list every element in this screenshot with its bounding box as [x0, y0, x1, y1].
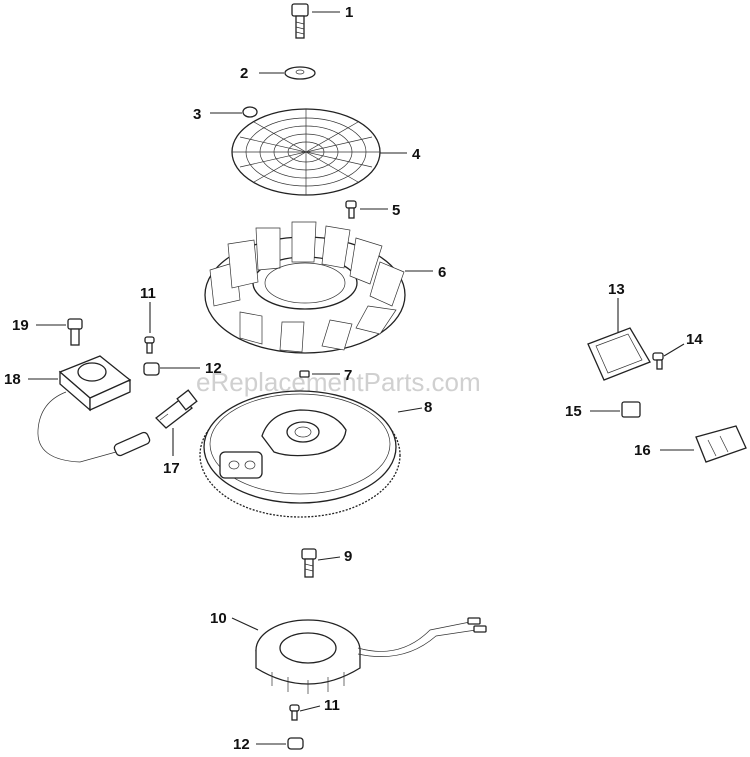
- part-3-nut[interactable]: [242, 106, 258, 118]
- part-11-screw-upper[interactable]: [144, 336, 155, 354]
- callout-19: 19: [12, 317, 29, 334]
- part-2-washer[interactable]: [284, 66, 316, 80]
- part-12-clip-lower[interactable]: [287, 737, 304, 750]
- part-17-spark-plug[interactable]: [155, 389, 198, 429]
- callout-5: 5: [392, 202, 400, 219]
- part-18-ignition-module[interactable]: [37, 355, 151, 463]
- part-12-clip-upper[interactable]: [143, 362, 160, 376]
- callout-18: 18: [4, 371, 21, 388]
- callout-11-upper: 11: [140, 285, 156, 302]
- part-13-gasket[interactable]: [587, 327, 651, 381]
- callout-4: 4: [412, 146, 421, 163]
- part-6-fan[interactable]: [204, 221, 406, 354]
- callout-11-lower: 11: [324, 697, 340, 714]
- callout-16: 16: [634, 442, 651, 459]
- callout-6: 6: [438, 264, 446, 281]
- part-15-terminal[interactable]: [621, 401, 641, 418]
- callout-7: 7: [344, 367, 352, 384]
- callout-17: 17: [163, 460, 180, 477]
- watermark-text: eReplacementParts.com: [196, 367, 481, 397]
- part-14-screw[interactable]: [652, 352, 664, 370]
- callout-12-upper: 12: [205, 360, 222, 377]
- part-9-bolt[interactable]: [301, 548, 317, 578]
- callout-14: 14: [686, 331, 703, 348]
- callout-1: 1: [345, 4, 353, 21]
- part-10-stator[interactable]: [255, 617, 487, 694]
- part-19-bolt[interactable]: [67, 318, 83, 346]
- part-7-key[interactable]: [299, 370, 310, 378]
- callout-13: 13: [608, 281, 625, 298]
- part-16-connector[interactable]: [695, 425, 747, 463]
- part-4-screen[interactable]: [231, 108, 381, 196]
- callout-3: 3: [193, 106, 201, 123]
- part-5-screw[interactable]: [345, 200, 357, 219]
- callout-10: 10: [210, 610, 227, 627]
- callout-12-lower: 12: [233, 736, 250, 753]
- callout-15: 15: [565, 403, 582, 420]
- part-8-flywheel[interactable]: [199, 390, 401, 518]
- part-1-bolt[interactable]: [291, 3, 309, 39]
- part-11-screw-lower[interactable]: [289, 704, 300, 721]
- callout-8: 8: [424, 399, 432, 416]
- callout-2: 2: [240, 65, 248, 82]
- callout-9: 9: [344, 548, 352, 565]
